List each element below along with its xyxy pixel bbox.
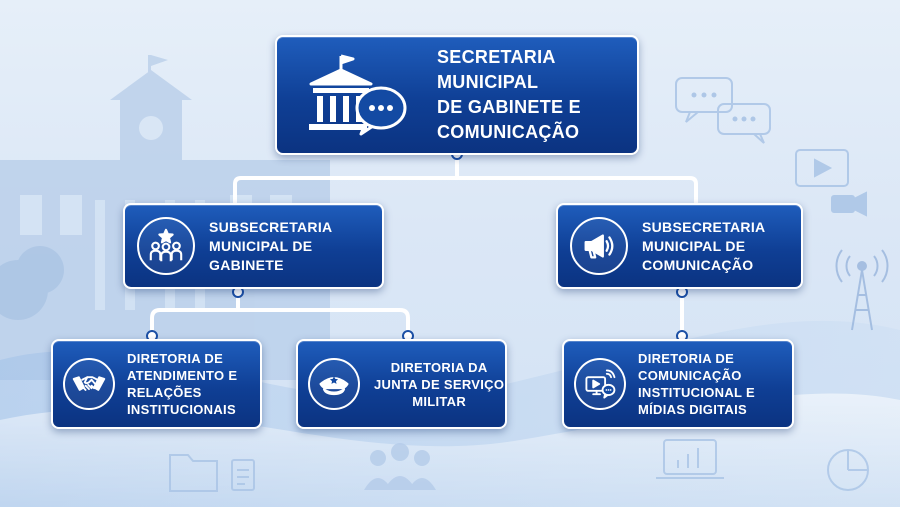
- title-line: DIRETORIA DE: [127, 351, 224, 366]
- subsecretaria-comunicacao-title: SUBSECRETARIA MUNICIPAL DE COMUNICAÇÃO: [642, 218, 765, 275]
- diretoria-atendimento-box: DIRETORIA DE ATENDIMENTO E RELAÇÕES INST…: [51, 339, 262, 429]
- title-line: GABINETE: [209, 256, 284, 273]
- diretoria-servico-militar-box: DIRETORIA DA JUNTA DE SERVIÇO MILITAR: [296, 339, 507, 429]
- government-building-speech-icon: [301, 50, 411, 140]
- diretoria-servico-militar-title: DIRETORIA DA JUNTA DE SERVIÇO MILITAR: [374, 359, 504, 410]
- secretaria-municipal-title: SECRETARIA MUNICIPAL DE GABINETE E COMUN…: [437, 45, 637, 145]
- handshake-icon: [63, 358, 115, 410]
- title-line: COMUNICAÇÃO: [642, 256, 754, 273]
- title-line: INSTITUCIONAL E: [638, 385, 755, 400]
- title-line: MILITAR: [412, 393, 467, 409]
- title-line: JUNTA DE SERVIÇO: [374, 376, 505, 392]
- title-line: DIRETORIA DA: [390, 359, 488, 375]
- title-line: MUNICIPAL DE: [209, 237, 313, 254]
- title-line: DIRETORIA DE: [638, 351, 735, 366]
- title-line: COMUNICAÇÃO: [638, 368, 742, 383]
- chat-bubbles-decoration: [675, 77, 771, 144]
- digital-media-icon: [574, 358, 626, 410]
- title-line: SUBSECRETARIA: [209, 218, 333, 235]
- diretoria-midias-digitais-box: DIRETORIA DE COMUNICAÇÃO INSTITUCIONAL E…: [562, 339, 794, 429]
- diretoria-atendimento-title: DIRETORIA DE ATENDIMENTO E RELAÇÕES INST…: [127, 350, 237, 418]
- title-line: SECRETARIA MUNICIPAL: [437, 47, 556, 92]
- diretoria-midias-digitais-title: DIRETORIA DE COMUNICAÇÃO INSTITUCIONAL E…: [638, 350, 755, 418]
- title-line: INSTITUCIONAIS: [127, 402, 236, 417]
- team-star-icon: [137, 217, 195, 275]
- title-line: RELAÇÕES: [127, 385, 202, 400]
- secretaria-municipal-box: SECRETARIA MUNICIPAL DE GABINETE E COMUN…: [275, 35, 639, 155]
- title-line: SUBSECRETARIA: [642, 218, 766, 235]
- megaphone-icon: [570, 217, 628, 275]
- military-cap-icon: [308, 358, 360, 410]
- connector-gabinete-branch: [150, 308, 410, 339]
- subsecretaria-gabinete-box: SUBSECRETARIA MUNICIPAL DE GABINETE: [123, 203, 384, 289]
- title-line: DE GABINETE E: [437, 97, 581, 117]
- connector-root-branch: [233, 176, 698, 203]
- title-line: ATENDIMENTO E: [127, 368, 238, 383]
- title-line: COMUNICAÇÃO: [437, 122, 580, 142]
- subsecretaria-comunicacao-box: SUBSECRETARIA MUNICIPAL DE COMUNICAÇÃO: [556, 203, 803, 289]
- title-line: MÍDIAS DIGITAIS: [638, 402, 747, 417]
- title-line: MUNICIPAL DE: [642, 237, 746, 254]
- subsecretaria-gabinete-title: SUBSECRETARIA MUNICIPAL DE GABINETE: [209, 218, 332, 275]
